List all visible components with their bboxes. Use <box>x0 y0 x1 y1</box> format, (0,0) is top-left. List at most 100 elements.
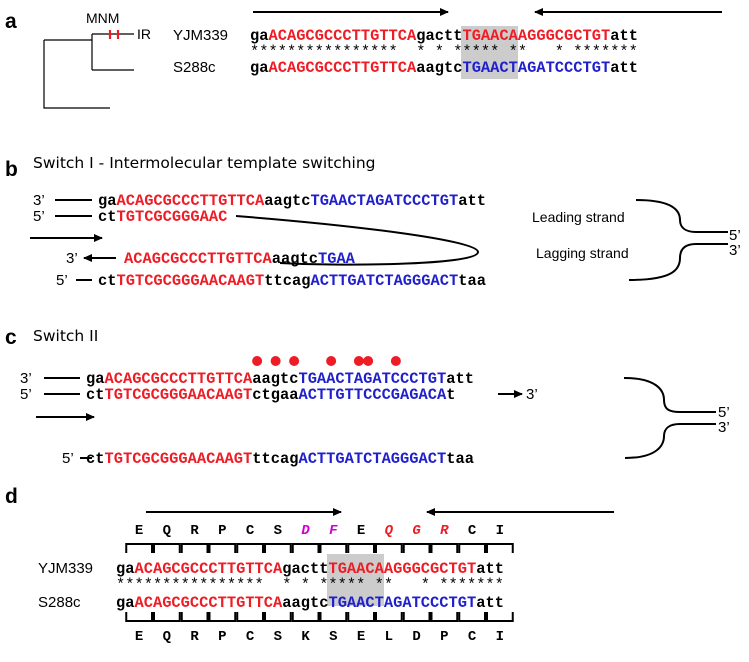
sequence-segment: ct <box>98 208 116 226</box>
amino-acid-label: C <box>468 523 477 539</box>
sequence-segment: ga <box>250 59 268 77</box>
sequence-segment: ga <box>86 370 104 388</box>
codon-bracket <box>264 612 292 622</box>
lagging-strand-label: Lagging strand <box>536 245 629 261</box>
codon-bracket <box>291 612 320 622</box>
panel-b-seq-3: ACAGCGCCCTTGTTCAaagtcTGAA <box>124 250 356 268</box>
panel-a-label: a <box>5 10 17 33</box>
panel-b-fork-5prime: 5’ <box>729 227 741 244</box>
sequence-segment: ACAGCGCCCTTGTTCA <box>134 594 283 612</box>
panel-d-seq-yjm339: gaACAGCGCCCTTGTTCAgacttTGAACAAGGGCGCTGTa… <box>116 560 504 578</box>
sequence-segment: ttcag <box>264 272 310 290</box>
amino-acid-label: S <box>274 523 282 539</box>
codon-bracket <box>153 612 181 622</box>
codon-bracket <box>180 612 209 622</box>
ir-label: IR <box>137 26 151 42</box>
amino-acid-label: F <box>329 523 338 539</box>
panel-a-shade <box>461 26 518 79</box>
amino-acid-label: C <box>468 629 477 645</box>
codon-bracket <box>458 543 486 553</box>
panel-c-fork-5prime: 5’ <box>718 404 730 421</box>
codon-bracket <box>430 543 459 553</box>
strain-label-yjm339-d: YJM339 <box>38 560 93 577</box>
sequence-segment: ct <box>86 450 104 468</box>
sequence-segment: ga <box>98 192 116 210</box>
sequence-segment: aagtc <box>282 594 328 612</box>
panel-c-seq-2: ctTGTCGCGGGAACAAGTctgaaACTTGTTCCCGAGACAt <box>86 386 455 404</box>
panel-b-end-label-3: 3’ <box>66 250 78 267</box>
codon-bracket <box>458 612 486 622</box>
sequence-segment: aagtc <box>416 59 462 77</box>
panel-b-template-loop <box>235 215 480 266</box>
panel-c-fork-3prime: 3’ <box>718 419 730 436</box>
sequence-segment: gactt <box>416 27 462 45</box>
sequence-segment: TGAACTAGATCCCTGT <box>328 594 476 612</box>
panel-c-title: Switch II <box>33 327 98 345</box>
sequence-segment: ACAGCGCCCTTGTTCA <box>134 560 283 578</box>
codon-bracket <box>347 543 375 553</box>
sequence-segment: ACAGCGCCCTTGTTCA <box>268 59 417 77</box>
panel-c-label: c <box>5 326 17 349</box>
codon-bracket <box>347 612 375 622</box>
mismatch-dot <box>353 356 364 366</box>
sequence-segment: ACTTGTTCCCGAGACA <box>298 386 447 404</box>
panel-b-seq-2: ctTGTCGCGGGAAC <box>98 208 227 226</box>
codon-bracket <box>208 543 237 553</box>
amino-acid-label: G <box>412 523 421 539</box>
codon-bracket <box>486 543 514 553</box>
sequence-segment: t <box>446 386 455 404</box>
sequence-segment: taa <box>458 272 486 290</box>
panel-c-end-label-3: 5’ <box>62 450 74 467</box>
mismatch-dots <box>252 356 401 366</box>
amino-acid-label: C <box>246 523 255 539</box>
phylogenetic-tree: MNM IR <box>43 10 151 109</box>
amino-acid-label: R <box>190 629 199 645</box>
sequence-segment: ctgaa <box>252 386 298 404</box>
sequence-segment: TGAACAAGGGCGCTGT <box>328 560 476 578</box>
sequence-segment: ct <box>86 386 104 404</box>
codon-bracket <box>486 612 514 622</box>
sequence-segment: aagtc <box>252 370 298 388</box>
sequence-segment: ct <box>98 272 116 290</box>
sequence-segment: TGTCGCGGGAACAAGT <box>104 450 252 468</box>
amino-acid-label: P <box>218 523 226 539</box>
amino-acid-label: L <box>385 629 393 645</box>
sequence-segment: ga <box>116 594 134 612</box>
amino-acid-label: P <box>218 629 226 645</box>
codon-bracket <box>319 543 348 553</box>
strain-label-s288c: S288c <box>173 59 216 76</box>
codon-bracket <box>402 612 431 622</box>
sequence-segment: TGTCGCGGGAACAAGT <box>116 272 264 290</box>
codon-bracket <box>153 543 181 553</box>
sequence-segment: att <box>458 192 486 210</box>
sequence-segment: TGAACAAGGGCGCTGT <box>462 27 610 45</box>
panel-b-end-label-4: 5’ <box>56 272 68 289</box>
panel-c-seq-3: ctTGTCGCGGGAACAAGTttcagACTTGATCTAGGGACTt… <box>86 450 474 468</box>
amino-acid-label: E <box>357 629 365 645</box>
amino-acid-label: Q <box>163 629 171 645</box>
mismatch-dot <box>252 356 263 366</box>
sequence-segment: taa <box>446 450 474 468</box>
sequence-segment: TGAACTAGATCCCTGT <box>310 192 458 210</box>
codon-brackets-bottom <box>125 612 514 622</box>
sequence-segment: ACAGCGCCCTTGTTCA <box>116 192 265 210</box>
panel-c-end-label-2: 5’ <box>20 386 32 403</box>
sequence-segment: ACAGCGCCCTTGTTCA <box>104 370 253 388</box>
panel-b-replication-fork <box>628 199 728 281</box>
panel-b-end-label-2: 5’ <box>33 208 45 225</box>
mismatch-dot <box>270 356 281 366</box>
amino-acid-label: D <box>412 629 420 645</box>
sequence-segment: ACAGCGCCCTTGTTCA <box>124 250 273 268</box>
sequence-segment: ga <box>116 560 134 578</box>
mismatch-dot <box>390 356 401 366</box>
codon-bracket <box>125 612 153 622</box>
mismatch-dot <box>363 356 374 366</box>
strain-label-yjm339: YJM339 <box>173 27 228 44</box>
panel-b-label: b <box>5 158 18 181</box>
codon-bracket <box>180 543 209 553</box>
amino-acid-label: Q <box>163 523 171 539</box>
panel-d-shade <box>327 554 384 606</box>
panel-c-end-label-1: 3’ <box>20 370 32 387</box>
mnm-label: MNM <box>86 10 119 26</box>
sequence-segment: ACTTGATCTAGGGACT <box>298 450 446 468</box>
